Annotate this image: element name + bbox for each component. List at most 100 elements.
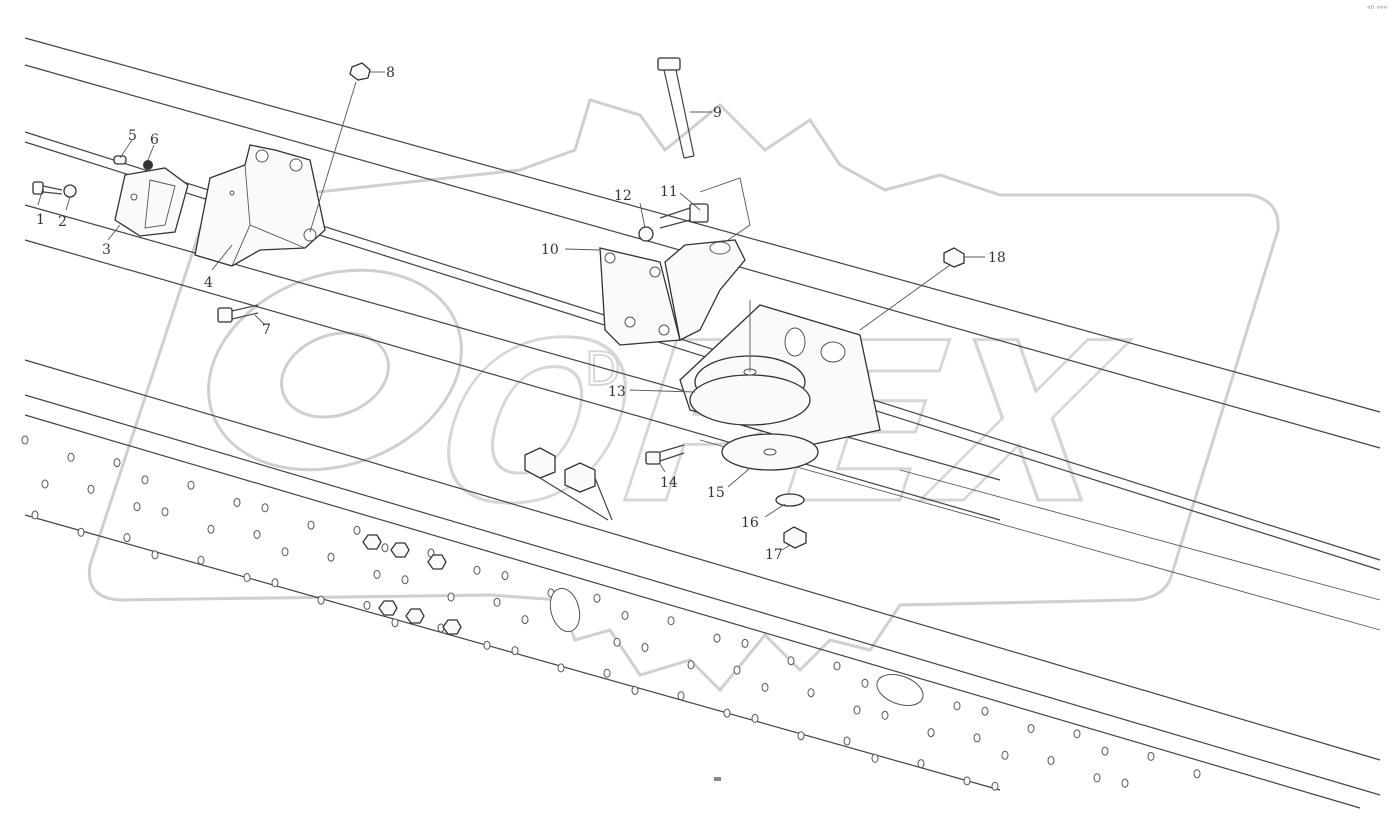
frame-hole — [631, 686, 639, 695]
frame-slot-left — [549, 587, 581, 633]
frame-hole — [677, 691, 685, 701]
frame-hole — [141, 475, 149, 485]
part-17-nut — [783, 526, 807, 549]
frame-hole — [233, 498, 241, 507]
frame-hole — [1001, 750, 1009, 760]
part-3-mount-block — [114, 167, 189, 237]
frame-hole — [511, 646, 519, 656]
frame-nut — [378, 600, 398, 616]
callout-14: 14 — [660, 475, 678, 491]
frame-hole — [281, 547, 289, 557]
callout-2: 2 — [58, 214, 67, 230]
frame-hole — [521, 615, 529, 625]
frame-hole — [307, 520, 315, 530]
frame-hole — [473, 565, 481, 575]
frame-hole — [843, 736, 851, 746]
callout-5: 5 — [128, 128, 137, 144]
frame-hole — [67, 452, 75, 462]
callout-13: 13 — [608, 384, 626, 400]
frame-hole — [991, 781, 999, 791]
frame-hole — [973, 733, 981, 743]
frame-hole — [687, 660, 695, 670]
callout-7: 7 — [262, 322, 271, 338]
frame-holes — [21, 435, 1201, 791]
frame-hole — [1073, 729, 1081, 739]
frame-hole — [613, 637, 621, 647]
frame-nut — [427, 554, 447, 570]
lower-bolt-cluster — [362, 447, 613, 635]
frame-hole — [447, 592, 455, 602]
frame-hole — [807, 688, 815, 698]
frame-hole — [87, 484, 95, 494]
frame-hole — [161, 507, 169, 517]
part-8-nut — [349, 62, 371, 81]
frame-hole — [151, 550, 159, 560]
watermark-sub: D — [585, 342, 620, 396]
frame-hole — [483, 640, 491, 650]
frame-hole — [787, 656, 795, 666]
frame-rails — [24, 37, 1381, 809]
callout-4: 4 — [204, 275, 213, 291]
frame-hole — [207, 524, 215, 534]
frame-hole — [77, 527, 85, 537]
part-9-long-bolt — [657, 57, 695, 159]
frame-hole — [853, 705, 861, 715]
frame-hole — [373, 569, 381, 579]
frame-hole — [833, 661, 841, 671]
frame-nut — [405, 608, 425, 624]
frame-hole — [327, 552, 335, 562]
frame-hole — [953, 701, 961, 711]
frame-hole — [881, 710, 889, 720]
frame-hole — [593, 593, 601, 603]
callout-labels: 1 2 3 4 5 6 7 8 9 10 11 12 13 14 15 16 1… — [36, 65, 1006, 563]
frame-hole — [603, 668, 611, 678]
part-15-rebound-plate — [721, 433, 819, 471]
frame-hole — [253, 530, 261, 539]
frame-hole — [363, 600, 371, 610]
frame-hole — [733, 665, 741, 675]
watermark-gear — [87, 98, 1280, 693]
frame-hole — [1193, 769, 1201, 779]
watermark-o-inner — [280, 331, 390, 419]
callout-3: 3 — [102, 242, 111, 258]
frame-hole — [761, 682, 769, 692]
frame-hole — [797, 731, 805, 741]
part-18-nut — [943, 247, 965, 268]
part-2-washer — [63, 184, 77, 198]
frame-hole — [1101, 746, 1109, 756]
callout-17: 17 — [765, 547, 783, 563]
callout-11: 11 — [660, 184, 678, 200]
callout-18: 18 — [988, 250, 1006, 266]
frame-slot-right — [876, 673, 924, 707]
callout-16: 16 — [741, 515, 759, 531]
frame-hole — [723, 708, 731, 718]
frame-hole — [741, 638, 749, 648]
frame-hole — [713, 633, 721, 643]
watermark-o-outer — [207, 268, 463, 472]
part-1-bolt — [32, 181, 63, 195]
part-12-washer — [638, 226, 654, 242]
frame-hole — [123, 533, 131, 543]
frame-nut — [362, 534, 382, 550]
callout-1: 1 — [36, 212, 45, 228]
part-7-bolt — [217, 304, 259, 323]
frame-hole — [1047, 756, 1055, 765]
frame-hole — [317, 595, 325, 605]
frame-hole — [197, 555, 205, 565]
frame-hole — [621, 611, 629, 620]
frame-hole — [31, 510, 39, 520]
callout-8: 8 — [386, 65, 395, 81]
frame-hole — [927, 728, 935, 738]
frame-hole — [353, 525, 361, 535]
frame-hole — [1093, 773, 1101, 783]
frame-nut — [390, 542, 410, 558]
frame-hole — [381, 543, 389, 553]
frame-hole — [501, 571, 509, 581]
part-10-plate-bracket — [599, 239, 746, 346]
part-5-pin — [113, 155, 127, 165]
frame-hole — [493, 597, 501, 607]
frame-hole — [271, 578, 279, 588]
frame-hole — [861, 678, 869, 688]
corner-mark: ᵒᴰ ᵒᵒᵒ — [1367, 4, 1387, 13]
frame-hole — [1027, 724, 1035, 733]
